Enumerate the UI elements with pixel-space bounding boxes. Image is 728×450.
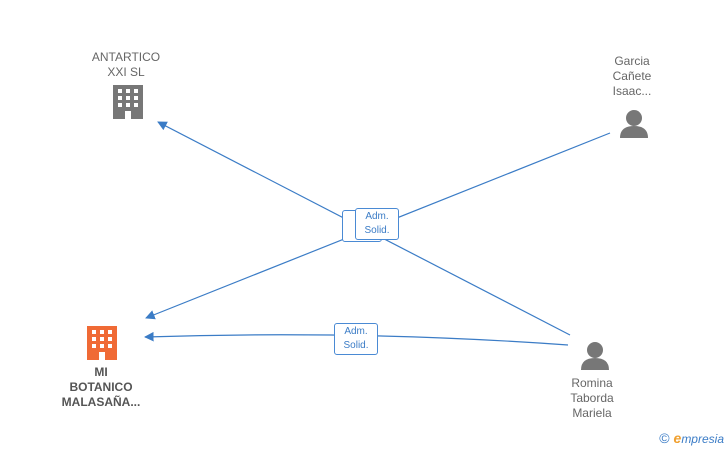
company-label-antartico[interactable]: ANTARTICO XXI SL bbox=[91, 50, 161, 79]
copyright-icon: © bbox=[659, 430, 670, 446]
company-label-botanico[interactable]: MI BOTANICO MALASAÑA... bbox=[61, 365, 141, 409]
building-icon[interactable] bbox=[87, 326, 117, 360]
person-label-garcia[interactable]: Garcia Cañete Isaac... bbox=[612, 54, 652, 98]
building-icon[interactable] bbox=[113, 85, 143, 119]
brand-footer: © empresia bbox=[659, 430, 724, 446]
brand-logo[interactable]: empresia bbox=[674, 430, 724, 446]
person-label-romina[interactable]: Romina Taborda Mariela bbox=[570, 376, 614, 420]
edge-label-adm-solid-bottom[interactable]: Adm. Solid. bbox=[334, 323, 378, 355]
person-icon[interactable] bbox=[581, 342, 609, 370]
person-icon[interactable] bbox=[620, 110, 648, 138]
brand-name: mpresia bbox=[681, 432, 724, 446]
edge-label-adm-solid[interactable]: Adm. Solid. bbox=[355, 208, 399, 240]
brand-initial: e bbox=[673, 430, 682, 446]
